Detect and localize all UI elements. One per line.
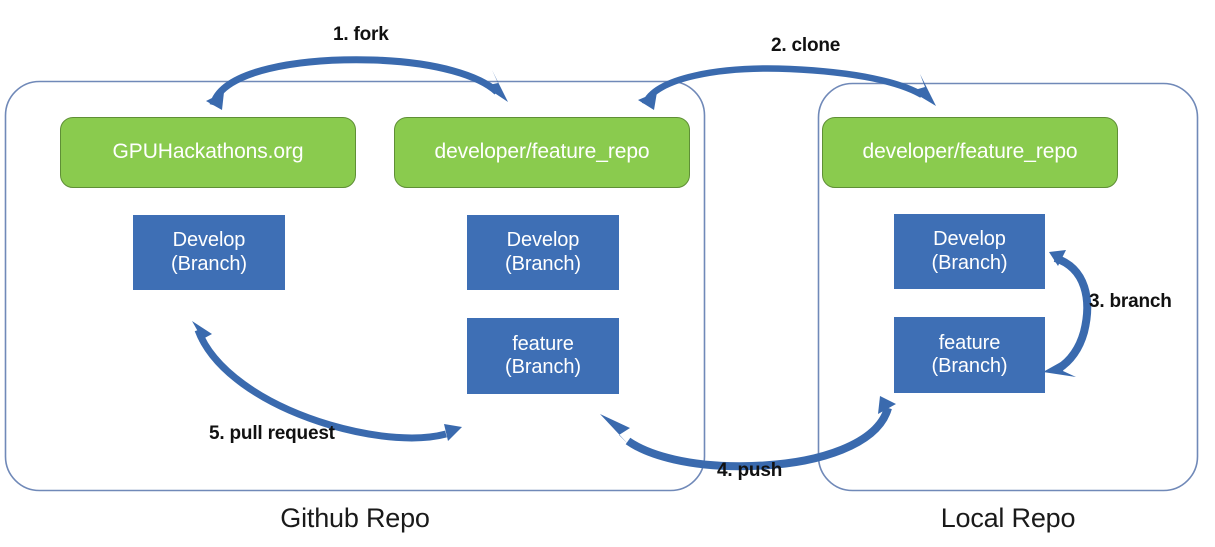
container-label-local-repo: Local Repo [940,503,1076,533]
branch-node-fork-feature[interactable]: feature (Branch) [467,318,619,394]
repo-node-fork[interactable]: developer/feature_repo [394,117,690,188]
repo-node-fork-label: developer/feature_repo [434,140,650,164]
container-label-github-repo: Github Repo [280,503,430,533]
arrow-branch [1043,250,1092,377]
step-label-pull-request: 5. pull request [209,423,335,444]
arrow-push [600,396,896,471]
step-label-fork: 1. fork [333,24,389,45]
repo-node-local-clone[interactable]: developer/feature_repo [822,117,1118,188]
repo-node-upstream[interactable]: GPUHackathons.org [60,117,356,188]
branch-node-fork-feature-line2: (Branch) [505,356,581,378]
repo-node-local-clone-label: developer/feature_repo [862,140,1078,164]
arrow-clone [638,65,936,110]
branch-node-upstream-develop-line2: (Branch) [171,252,247,275]
branch-node-local-develop[interactable]: Develop (Branch) [894,214,1045,289]
branch-node-local-feature-line1: feature [938,331,1001,354]
branch-node-fork-develop-line1: Develop [506,229,580,252]
branch-node-local-develop-line2: (Branch) [931,251,1008,274]
repo-node-upstream-label: GPUHackathons.org [112,140,304,164]
step-label-branch: 3. branch [1089,291,1172,312]
branch-node-local-feature-line2: (Branch) [931,355,1008,377]
arrow-fork [206,56,508,110]
branch-node-upstream-develop-line1: Develop [172,229,246,252]
branch-node-local-feature[interactable]: feature (Branch) [894,317,1045,393]
step-label-clone: 2. clone [771,35,841,56]
branch-node-fork-develop[interactable]: Develop (Branch) [467,215,619,290]
branch-node-fork-feature-line1: feature [512,332,574,355]
branch-node-upstream-develop[interactable]: Develop (Branch) [133,215,285,290]
step-label-push: 4. push [717,460,783,481]
branch-node-fork-develop-line2: (Branch) [505,252,581,275]
branch-node-local-develop-line1: Develop [933,228,1006,251]
